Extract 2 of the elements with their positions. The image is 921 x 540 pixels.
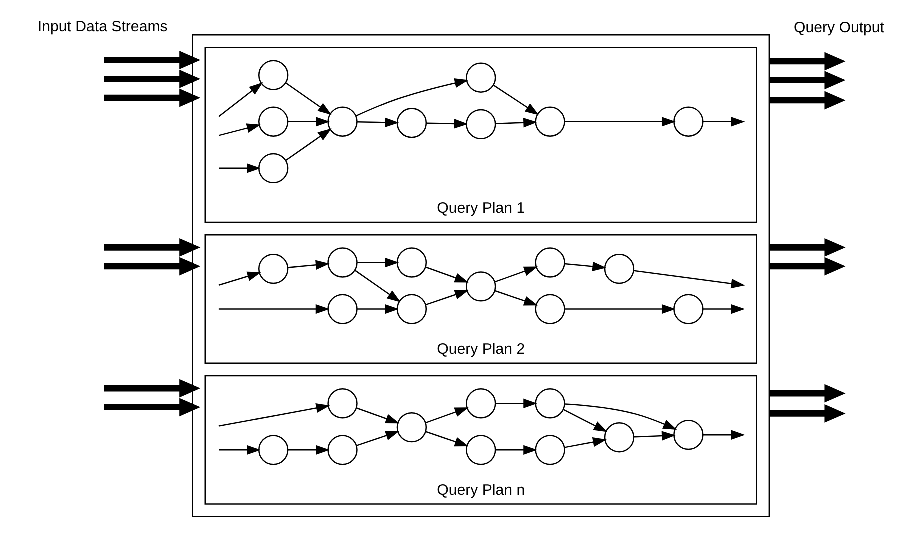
label: Query Output [793,20,884,37]
label: Input Data Streams [37,18,168,36]
